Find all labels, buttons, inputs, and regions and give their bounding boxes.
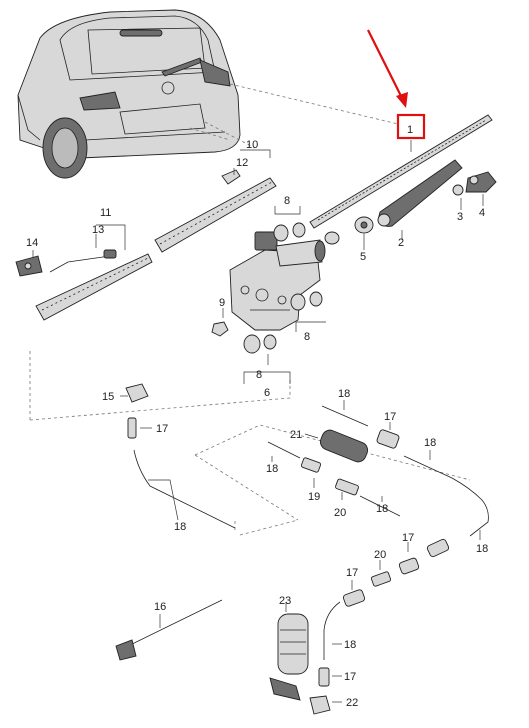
callout-9: 9 <box>219 297 225 309</box>
callout-13: 13 <box>92 224 104 236</box>
wiper-arm <box>377 159 463 227</box>
wiper-motor <box>229 231 326 331</box>
grommet-set-right <box>290 291 323 311</box>
callout-20-b: 20 <box>374 549 386 561</box>
callout-18-left: 18 <box>174 521 186 533</box>
connector-17-mid <box>398 557 420 575</box>
connector-20-b <box>370 571 392 587</box>
callout-2: 2 <box>398 237 404 249</box>
connector-17-top <box>376 429 400 449</box>
reference-lines <box>29 83 471 536</box>
nut-3 <box>452 184 464 196</box>
highlight-arrow <box>367 29 408 108</box>
trim-strip-11 <box>35 253 153 321</box>
hose-18-mid <box>359 495 401 517</box>
callout-19: 19 <box>308 491 320 503</box>
callout-16: 16 <box>154 601 166 613</box>
grommet-set-top <box>273 222 306 242</box>
grommet-set-bottom <box>243 334 277 354</box>
washer <box>324 231 340 245</box>
callout-labels: 1 2 3 4 5 6 8 8 8 9 10 11 12 13 14 15 17… <box>26 124 488 709</box>
connector-17-bottom <box>318 667 330 687</box>
hose-18-lower <box>323 601 341 660</box>
callout-17-right: 17 <box>402 532 414 544</box>
callout-4: 4 <box>479 207 485 219</box>
callout-21: 21 <box>290 429 302 441</box>
callout-3: 3 <box>457 211 463 223</box>
callout-20-a: 20 <box>334 507 346 519</box>
callout-8-bottom: 8 <box>256 369 262 381</box>
connector-15 <box>125 383 149 403</box>
callout-18-mid-left: 18 <box>266 463 278 475</box>
callout-17-bottom: 17 <box>344 671 356 683</box>
hose-18-left <box>133 449 236 529</box>
valve-19 <box>300 457 322 473</box>
callout-5: 5 <box>360 251 366 263</box>
wiper-cap <box>465 171 497 193</box>
clip-12 <box>221 169 241 185</box>
callout-8-top: 8 <box>284 195 290 207</box>
callout-12: 12 <box>236 157 248 169</box>
trim-strip-10 <box>154 177 277 253</box>
callout-18-mid: 18 <box>376 503 388 515</box>
callout-18-lower: 18 <box>344 639 356 651</box>
callout-10: 10 <box>246 139 258 151</box>
callout-23: 23 <box>279 595 291 607</box>
callout-14: 14 <box>26 237 38 249</box>
callout-11: 11 <box>100 207 111 219</box>
hose-13 <box>49 249 117 273</box>
hose-18-mid-left <box>267 441 301 459</box>
filter-21 <box>319 429 369 463</box>
callout-17-left: 17 <box>156 423 168 435</box>
connector-17-left <box>127 417 137 439</box>
callout-1: 1 <box>407 124 413 136</box>
callout-18-right: 18 <box>476 543 488 555</box>
nut-9 <box>211 321 229 337</box>
nozzle-14 <box>15 255 43 277</box>
car-rear-illustration <box>17 9 241 179</box>
connector-17-lower <box>342 589 366 607</box>
bushing-5 <box>354 216 374 234</box>
callout-6: 6 <box>264 387 270 399</box>
callout-22: 22 <box>346 697 358 709</box>
callout-18-top: 18 <box>338 388 350 400</box>
leader-lines <box>32 140 484 703</box>
connector-20-a <box>335 478 359 496</box>
callout-18-right-top: 18 <box>424 437 436 449</box>
highlight-box <box>396 113 426 140</box>
callout-8-right: 8 <box>304 331 310 343</box>
hose-18-top <box>321 405 369 427</box>
elbow-22 <box>309 695 331 715</box>
hose-18-right <box>403 455 489 537</box>
connector-17-right <box>426 538 450 558</box>
callout-15: 15 <box>102 391 114 403</box>
wiper-blade <box>309 114 493 229</box>
cable-tie-16 <box>115 599 223 661</box>
callout-17-top: 17 <box>384 411 396 423</box>
pump-23 <box>269 613 309 701</box>
callout-17-lower: 17 <box>346 567 358 579</box>
